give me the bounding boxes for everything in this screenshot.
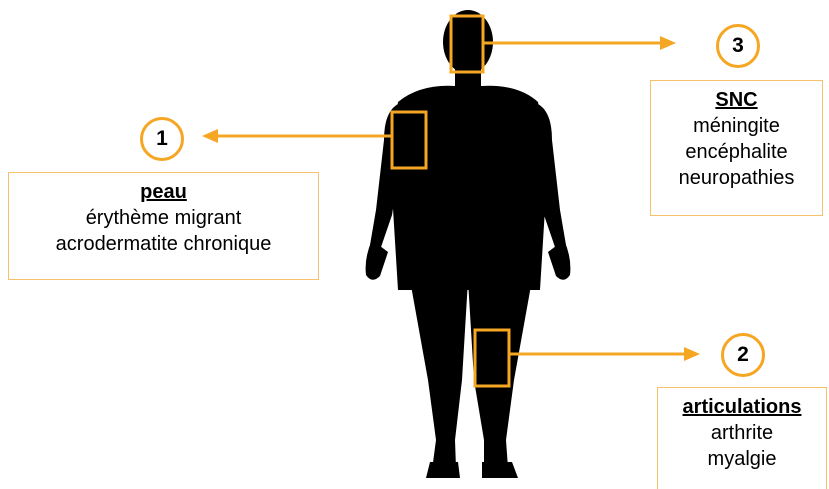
callout-2-box: articulations arthrite myalgie bbox=[657, 387, 827, 489]
arrow-to-callout-2 bbox=[509, 347, 700, 361]
callout-3-line: méningite bbox=[651, 113, 822, 139]
callout-3-title: SNC bbox=[651, 87, 822, 113]
callout-2-line: arthrite bbox=[658, 420, 826, 446]
callout-3-line: neuropathies bbox=[651, 165, 822, 191]
arrow-to-callout-3 bbox=[483, 36, 676, 50]
callout-2-title: articulations bbox=[658, 394, 826, 420]
callout-3-box: SNC méningite encéphalite neuropathies bbox=[650, 80, 823, 216]
callout-3-number-badge: 3 bbox=[716, 24, 760, 68]
callout-2-number-badge: 2 bbox=[721, 333, 765, 377]
callout-1-line: acrodermatite chronique bbox=[9, 231, 318, 257]
callout-3-line: encéphalite bbox=[651, 139, 822, 165]
callout-1-number-badge: 1 bbox=[140, 117, 184, 161]
callout-1-title: peau bbox=[9, 179, 318, 205]
callout-1-line: érythème migrant bbox=[9, 205, 318, 231]
callout-1-box: peau érythème migrant acrodermatite chro… bbox=[8, 172, 319, 280]
callout-2-line: myalgie bbox=[658, 446, 826, 472]
human-silhouette bbox=[366, 10, 571, 478]
arrow-to-callout-1 bbox=[202, 129, 392, 143]
